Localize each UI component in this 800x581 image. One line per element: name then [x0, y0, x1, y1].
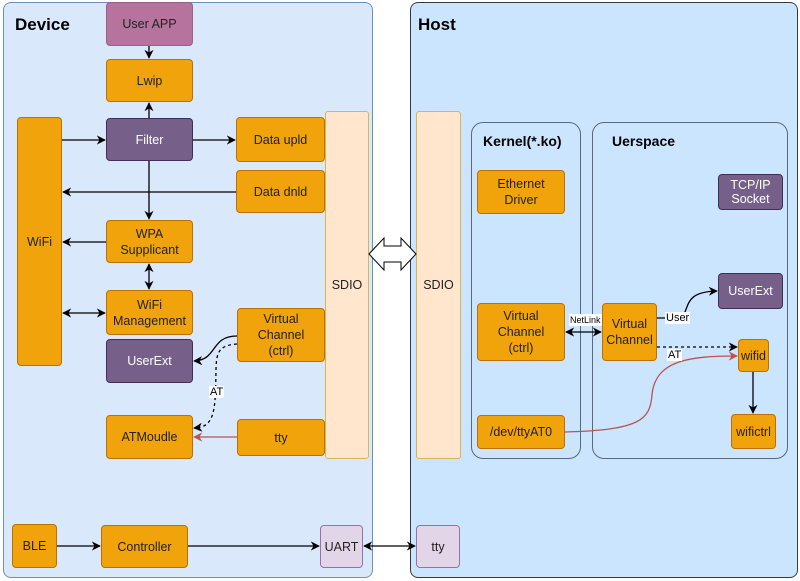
- host-at-label: AT: [667, 349, 683, 361]
- userspace-virtual-channel-box[interactable]: Virtual Channel: [602, 303, 657, 361]
- device-at-label: AT: [209, 386, 225, 398]
- device-userext-box[interactable]: UserExt: [106, 339, 193, 383]
- host-userext-box[interactable]: UserExt: [718, 273, 783, 309]
- data-dnld-box[interactable]: Data dnld: [236, 170, 325, 213]
- lwip-box[interactable]: Lwip: [106, 59, 193, 102]
- userspace-title: Uerspace: [612, 133, 676, 149]
- device-sdio-box[interactable]: SDIO: [325, 111, 369, 459]
- device-virtual-channel-box[interactable]: Virtual Channel (ctrl): [237, 308, 325, 362]
- sdio-double-arrow-icon: [368, 236, 417, 272]
- kernel-panel: [471, 122, 581, 459]
- controller-box[interactable]: Controller: [101, 525, 188, 568]
- wifi-box[interactable]: WiFi: [17, 117, 62, 366]
- device-tty-box[interactable]: tty: [237, 419, 325, 456]
- host-title: Host: [418, 15, 456, 34]
- kernel-virtual-channel-box[interactable]: Virtual Channel (ctrl): [477, 303, 565, 361]
- wifictrl-box[interactable]: wifictrl: [731, 414, 776, 449]
- data-upld-box[interactable]: Data upld: [236, 117, 325, 162]
- user-app-box[interactable]: User APP: [106, 2, 193, 46]
- userspace-panel: [592, 122, 788, 459]
- device-title: Device: [15, 15, 70, 34]
- wifi-management-box[interactable]: WiFi Management: [106, 290, 193, 335]
- host-tty-box[interactable]: tty: [416, 525, 460, 568]
- netlink-label: NetLink: [569, 314, 602, 326]
- host-sdio-box[interactable]: SDIO: [416, 111, 461, 459]
- ble-box[interactable]: BLE: [12, 524, 57, 568]
- wpa-supplicant-box[interactable]: WPA Supplicant: [106, 220, 193, 263]
- user-label: User: [665, 312, 691, 324]
- atmodule-box[interactable]: ATMoudle: [106, 415, 193, 459]
- filter-box[interactable]: Filter: [106, 118, 193, 161]
- ethernet-driver-box[interactable]: Ethernet Driver: [477, 170, 565, 214]
- uart-box[interactable]: UART: [320, 525, 363, 568]
- dev-ttyat0-box[interactable]: /dev/ttyAT0: [477, 415, 565, 449]
- tcpip-socket-box[interactable]: TCP/IP Socket: [718, 174, 783, 210]
- wifid-box[interactable]: wifid: [738, 339, 769, 372]
- kernel-title: Kernel(*.ko): [483, 133, 562, 149]
